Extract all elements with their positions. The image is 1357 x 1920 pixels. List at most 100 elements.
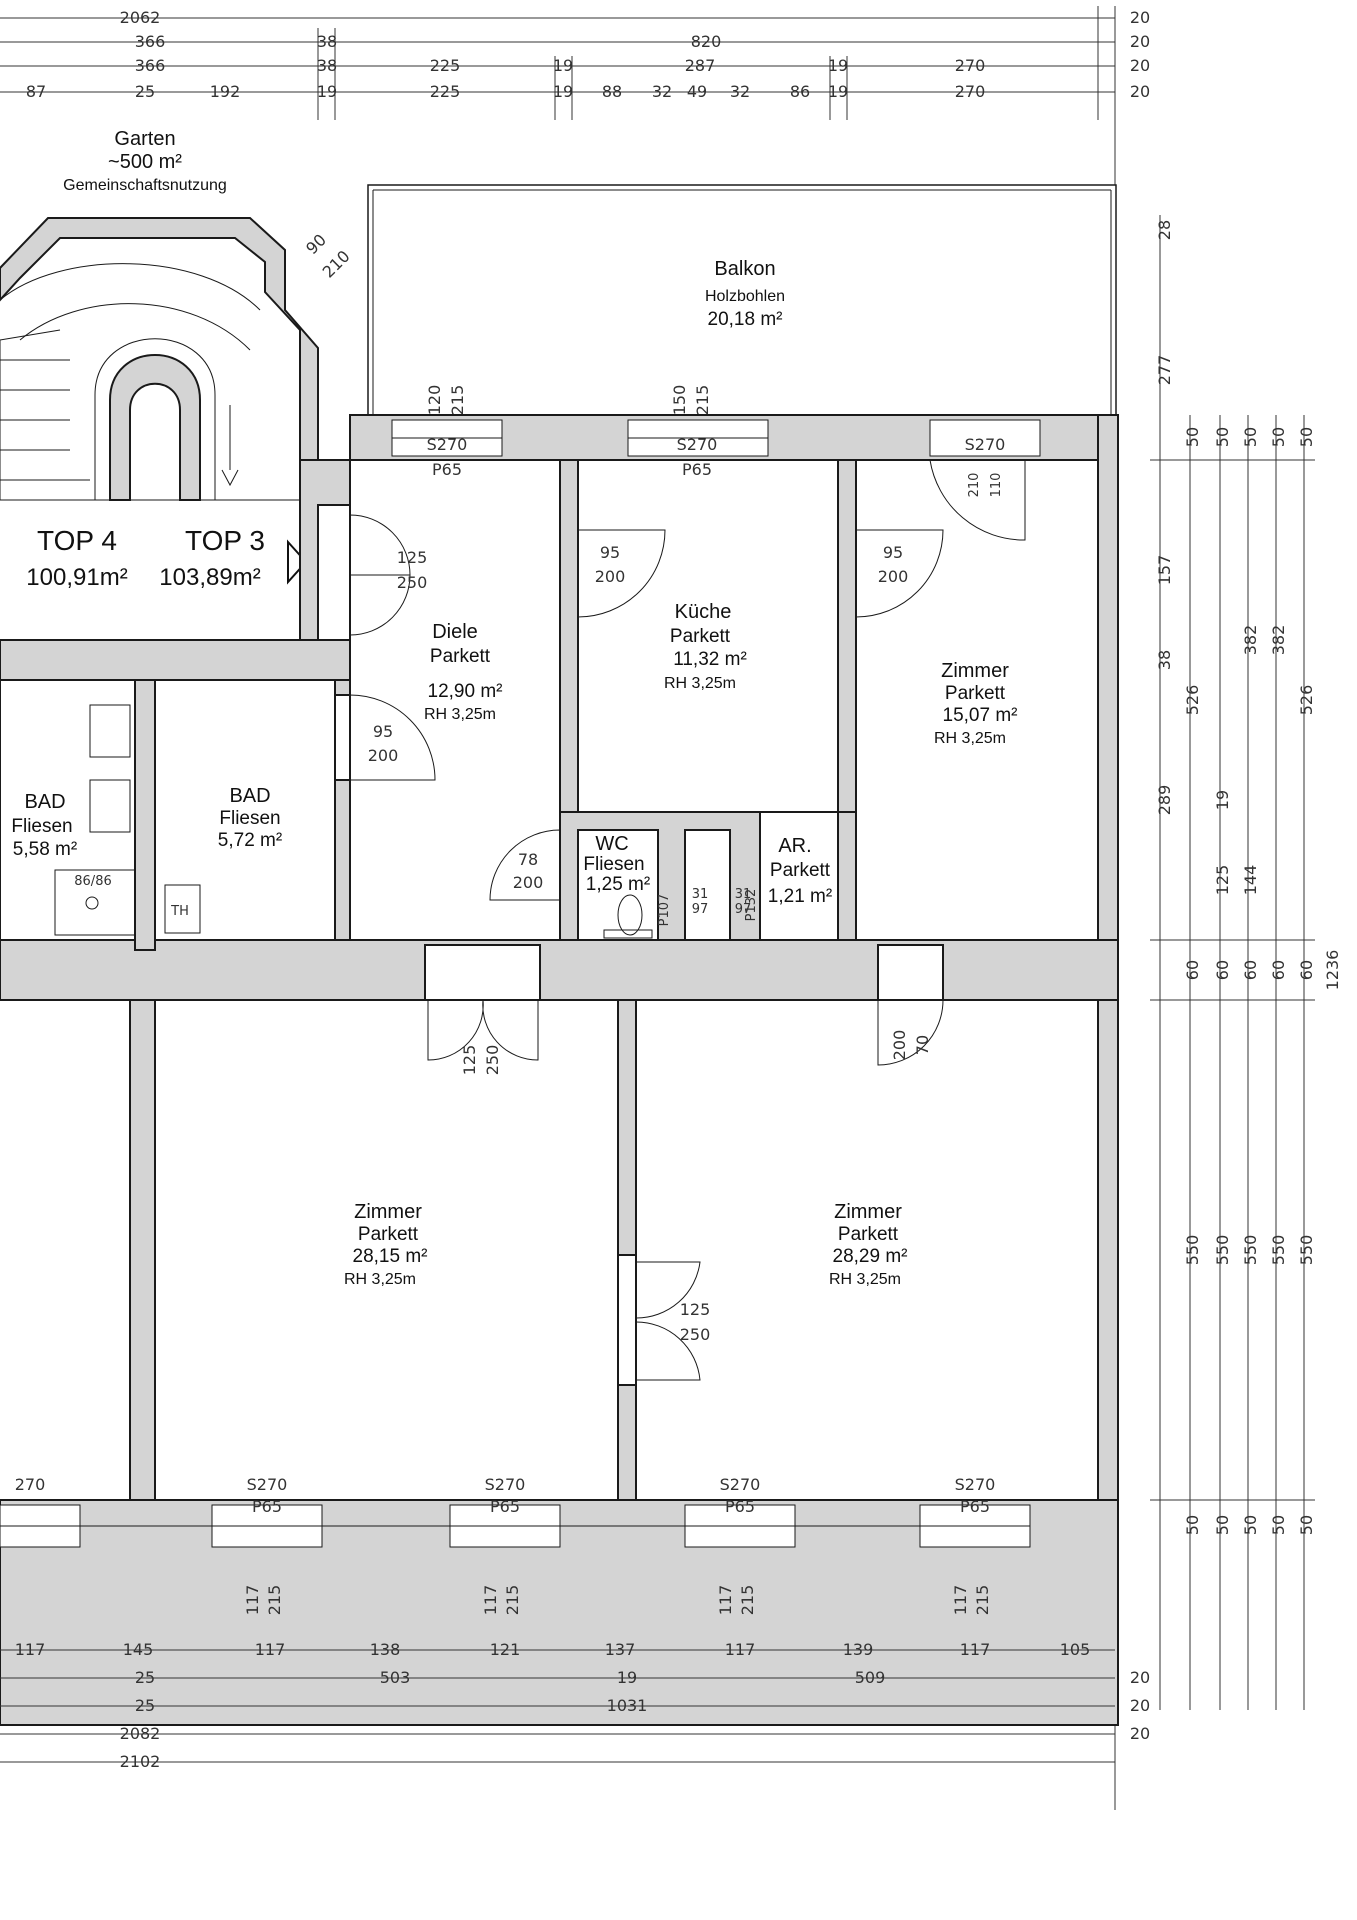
dim-label: 32 [730, 82, 750, 101]
dim-label: 60 [1241, 960, 1260, 980]
zimmer-sw-name: Zimmer [354, 1201, 422, 1223]
dim-label: 117 [15, 1640, 46, 1659]
win-label: S270 [965, 435, 1006, 454]
dim-label: 382 [1241, 625, 1260, 656]
win-label: 117 [243, 1585, 262, 1616]
ar-area: 1,21 m² [768, 886, 832, 907]
win-label: 117 [716, 1585, 735, 1616]
dim-label: 366 [135, 56, 166, 75]
shaft [684, 829, 731, 941]
kueche-floor: Parkett [670, 626, 731, 647]
dim-label: 19 [553, 56, 573, 75]
win-label: P65 [490, 1497, 520, 1516]
zimmer-se-name: Zimmer [834, 1201, 902, 1223]
dim-label: 50 [1269, 1515, 1288, 1535]
garden-area: ~500 m² [108, 151, 182, 173]
dim-label: 38 [317, 32, 337, 51]
door-dim-label: 95 [600, 543, 620, 562]
dim-label: 20 [1130, 56, 1150, 75]
dim-label: 157 [1155, 555, 1174, 586]
dim-label: 137 [605, 1640, 636, 1659]
win-label: S270 [677, 435, 718, 454]
dim-label: 88 [602, 82, 622, 101]
wc-room [577, 829, 659, 941]
dim-label: 287 [685, 56, 716, 75]
dim-label: 25 [135, 1696, 155, 1715]
dim-label: 50 [1183, 427, 1202, 447]
door-dim-label: 200 [890, 1030, 909, 1061]
dim-label: 50 [1213, 427, 1232, 447]
win-label: 215 [693, 385, 712, 416]
win-label: P65 [682, 460, 712, 479]
staircase: 90 210 [0, 217, 354, 501]
dim-label: 1236 [1323, 950, 1342, 991]
unit-top4-area: 100,91m² [26, 564, 127, 591]
sink-icon [89, 779, 131, 833]
balkon-floor: Holzbohlen [705, 288, 785, 305]
dim-label: 38 [1155, 650, 1174, 670]
dim-label: 550 [1183, 1235, 1202, 1266]
kueche-height: RH 3,25m [664, 675, 736, 692]
stair-door-w: 90 [302, 230, 330, 258]
dim-label: 50 [1297, 427, 1316, 447]
win-label: S270 [720, 1475, 761, 1494]
door-dim-label: 110 [989, 473, 1004, 498]
dim-label: 550 [1213, 1235, 1232, 1266]
ar-name: AR. [778, 835, 811, 857]
win-label: P65 [252, 1497, 282, 1516]
shower-size: 86/86 [74, 874, 111, 889]
dim-label: 50 [1297, 1515, 1316, 1535]
dim-label: 225 [430, 82, 461, 101]
unit-top4-name: TOP 4 [37, 525, 117, 556]
dim-label: 50 [1213, 1515, 1232, 1535]
ar-room [759, 811, 839, 941]
bottom-windows: 270 S270 P65 S270 P65 S270 P65 S270 P65 … [0, 1475, 1031, 1616]
kueche-area: 11,32 m² [673, 649, 747, 670]
zimmer-ne-area: 15,07 m² [943, 705, 1018, 726]
diele-height: RH 3,25m [424, 706, 496, 723]
dim-label: 105 [1060, 1640, 1091, 1659]
dim-label: 192 [210, 82, 241, 101]
dim-label: 50 [1241, 1515, 1260, 1535]
dim-label: 38 [317, 56, 337, 75]
toilet-icon [617, 894, 643, 936]
wc-p2: P132 [744, 889, 759, 922]
dim-label: 86 [790, 82, 810, 101]
top-windows: S270 P65 120 215 S270 P65 150 215 S270 2… [391, 385, 1041, 541]
win-label: 215 [973, 1585, 992, 1616]
door-dim-label: 125 [460, 1045, 479, 1076]
win-label: 120 [425, 385, 444, 416]
dim-label: 277 [1155, 355, 1174, 386]
dim-label: 117 [725, 1640, 756, 1659]
diele-floor: Parkett [430, 646, 491, 667]
dim-label: 87 [26, 82, 46, 101]
dim-label: 289 [1155, 785, 1174, 816]
dim-label: 144 [1241, 865, 1260, 896]
rooms: Diele Parkett 12,90 m² RH 3,25m Küche Pa… [0, 459, 1099, 1501]
door-dim-label: 95 [373, 722, 393, 741]
kueche-name: Küche [675, 601, 732, 623]
zimmer-se-area: 28,29 m² [833, 1246, 908, 1267]
win-label: 117 [481, 1585, 500, 1616]
dim-label: 25 [135, 1668, 155, 1687]
win-label: 150 [670, 385, 689, 416]
dim-label: 20 [1130, 1724, 1150, 1743]
dim-label: 20 [1130, 32, 1150, 51]
win-label: P65 [725, 1497, 755, 1516]
zimmer-ne-height: RH 3,25m [934, 730, 1006, 747]
zimmer-se-floor: Parkett [838, 1224, 899, 1245]
zimmer-sw-area: 28,15 m² [353, 1246, 428, 1267]
zimmer-se-height: RH 3,25m [829, 1271, 901, 1288]
unit-top3-name: TOP 3 [185, 525, 265, 556]
win-label: S270 [247, 1475, 288, 1494]
dim-label: 138 [370, 1640, 401, 1659]
door-dim-label: 31 [735, 887, 752, 902]
win-label: S270 [427, 435, 468, 454]
wc-area: 1,25 m² [586, 874, 650, 895]
dim-label: 19 [1213, 790, 1232, 810]
win-label: 117 [951, 1585, 970, 1616]
stair-door-h: 210 [319, 247, 354, 282]
win-label: 215 [503, 1585, 522, 1616]
dim-top-2062: 2062 [120, 8, 161, 27]
